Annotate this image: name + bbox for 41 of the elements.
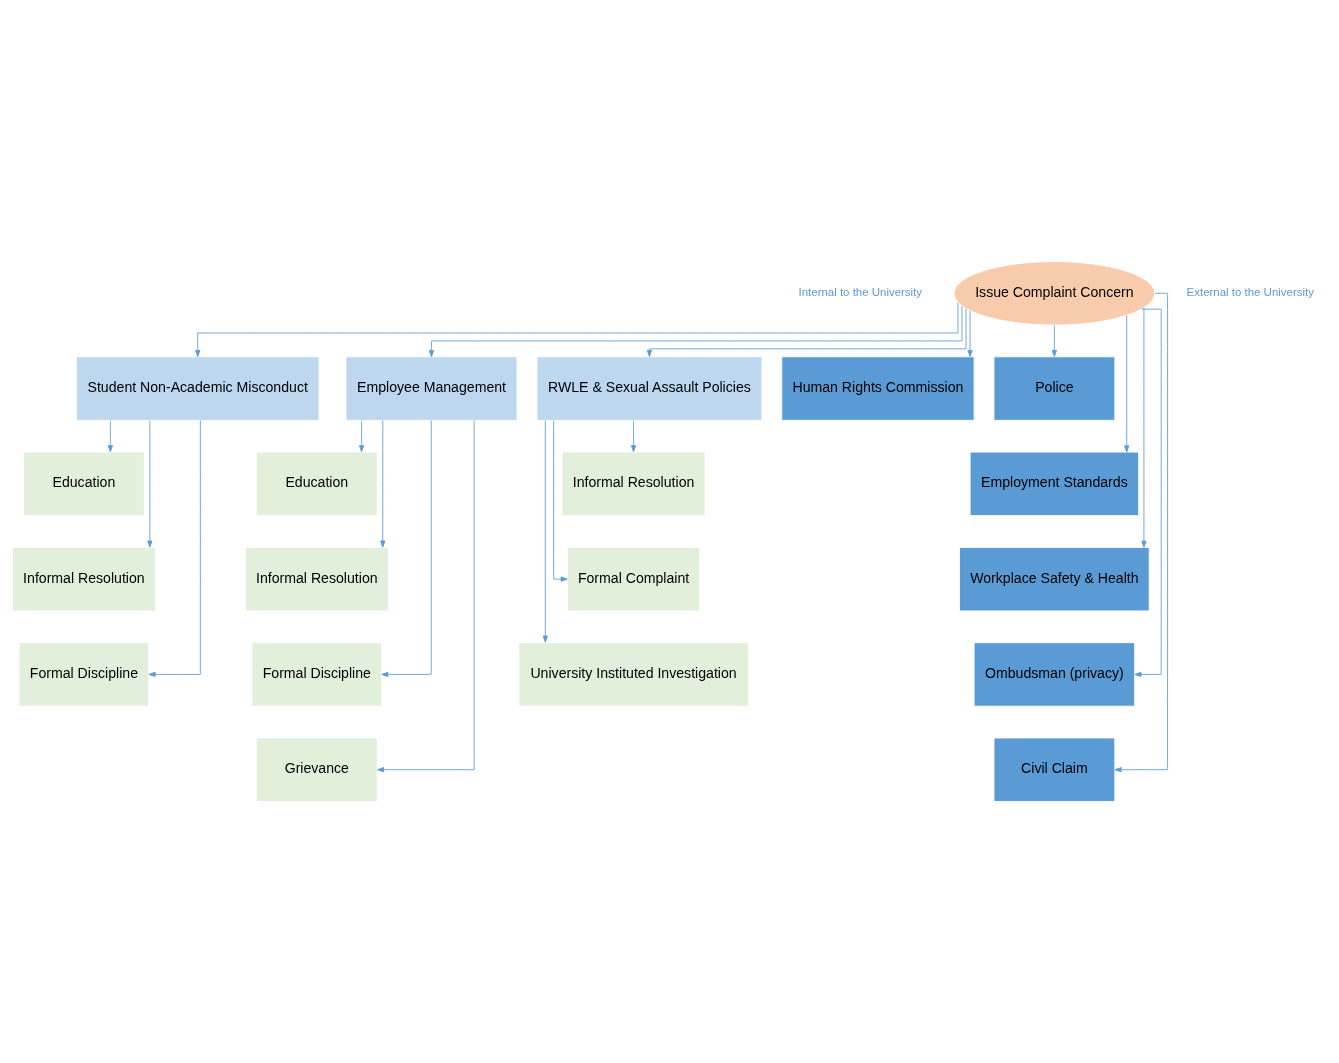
node-box: Student Non-Academic Misconduct [75,356,320,421]
node-box: University Instituted Investigation [518,642,749,707]
arrow [630,420,637,453]
node-box: Formal Discipline [18,642,150,707]
node-box: Police [993,356,1116,421]
node-box: RWLE & Sexual Assault Policies [536,356,763,421]
node-box: Human Rights Commission [781,356,975,421]
node-box: Civil Claim [993,737,1116,802]
arrow [967,310,973,357]
arrow [381,420,432,678]
label: External to the University [1186,286,1314,299]
node-box: Informal Resolution [561,451,706,517]
arrow [1134,308,1162,678]
node-box: Education [23,451,145,517]
node-box: Grievance [255,737,378,802]
arrow [107,420,113,453]
label: Internal to the University [798,286,923,299]
arrow [380,420,386,548]
arrow [148,420,201,678]
arrow [147,420,153,548]
arrow [377,419,475,773]
arrow [1114,292,1168,773]
node-box: Informal Resolution [244,546,389,612]
node-box: Informal Resolution [12,546,156,612]
arrow [542,420,548,643]
arrow [1051,324,1057,357]
node-box: Formal Discipline [251,642,383,707]
node-box: Formal Complaint [566,546,701,612]
node-box: Workplace Safety & Health [959,546,1150,612]
arrow [428,305,963,358]
node-ellipse: Issue Complaint Concern [953,261,1156,326]
arrow [1124,315,1130,453]
node-box: Education [255,451,378,517]
node-box: Employment Standards [969,451,1140,517]
node-box: Employee Management [345,356,518,421]
arrow [646,308,967,357]
arrow [553,420,568,582]
arrow [359,420,365,453]
arrow [1141,307,1147,548]
node-box: Ombudsman (privacy) [973,642,1136,707]
arrow [195,302,959,357]
